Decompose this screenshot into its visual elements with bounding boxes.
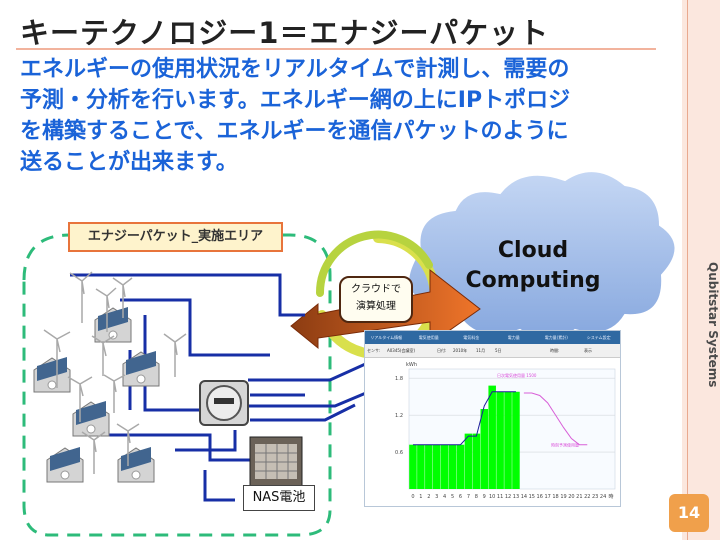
chart-x-tick-23: 23 (592, 494, 598, 500)
year-select[interactable]: 2010年 (453, 348, 468, 353)
tab-settings[interactable]: システム設定 (586, 335, 611, 340)
chart-bar-1 (417, 444, 425, 489)
slide-body-text: エネルギーの使用状況をリアルタイムで計測し、需要の 予測・分析を行います。エネル… (20, 54, 670, 178)
body-line-1: エネルギーの使用状況をリアルタイムで計測し、需要の (20, 57, 570, 82)
title-underline (16, 48, 656, 50)
chart-x-tick-17: 17 (544, 494, 550, 500)
tab-energy[interactable]: 電力量 (507, 335, 520, 340)
circular-arrow-icon-inner (315, 230, 433, 297)
chart-x-tick-21: 21 (576, 494, 582, 500)
chart-bar-6 (456, 444, 465, 489)
chart-x-tick-11: 11 (497, 494, 503, 500)
energy-area-label: エナジーパケット_実施エリア (68, 222, 283, 252)
right-accent-bar (682, 0, 720, 540)
chart-bar-5 (448, 444, 457, 489)
bubble-line-2: 演算処理 (356, 301, 396, 312)
chart-x-tick-12: 12 (505, 494, 511, 500)
chart-actual-line (412, 391, 516, 446)
chart-x-tick-0: 0 (411, 494, 414, 500)
chart-x-tick-13: 13 (513, 494, 519, 500)
chart-x-tick-4: 4 (443, 494, 446, 500)
nas-battery-icon (249, 436, 303, 488)
tab-energy-total[interactable]: 電力量(累計) (544, 335, 568, 340)
chart-bar-12 (504, 391, 512, 489)
chart-bar-9 (480, 409, 489, 489)
cloud-processing-bubble: クラウドで 演算処理 (339, 276, 413, 323)
chart-x-tick-10: 10 (489, 494, 495, 500)
page-number-badge: 14 (669, 494, 709, 532)
wind-turbine-icon-group (43, 271, 187, 474)
slide-title: キーテクノロジー1＝エナジーパケット (20, 16, 550, 50)
chart-x-tick-18: 18 (552, 494, 558, 500)
chart-x-tick-7: 7 (467, 494, 470, 500)
day-select[interactable]: 5日 (495, 348, 502, 353)
month-select[interactable]: 11月 (476, 348, 486, 353)
chart-bar-11 (496, 391, 504, 489)
body-line-2: 予測・分析を行います。エネルギー網の上にIPトポロジ (20, 88, 571, 113)
time-label: 時間: (550, 348, 560, 353)
chart-bar-0 (409, 444, 417, 489)
chart-forecast-line (523, 392, 588, 446)
chart-x-tick-20: 20 (568, 494, 574, 500)
tab-realtime[interactable]: リアルタイム情報 (370, 335, 403, 340)
chart-legend-actual: 日次電気使用量 1500 (497, 372, 537, 378)
smart-meter-icon (199, 380, 249, 426)
chart-x-tick-2: 2 (427, 494, 430, 500)
body-line-4: 送ることが出来ます。 (20, 150, 238, 175)
chart-x-tick-5: 5 (451, 494, 454, 500)
chart-x-tick-9: 9 (483, 494, 486, 500)
nas-battery-label: NAS電池 (243, 485, 315, 511)
show-button[interactable]: 表示 (584, 348, 592, 353)
chart-x-tick-19: 19 (560, 494, 566, 500)
chart-x-tick-22: 22 (584, 494, 590, 500)
tab-usage[interactable]: 電気使用量 (418, 335, 439, 340)
chart-x-tick-8: 8 (475, 494, 478, 500)
chart-x-tick-3: 3 (435, 494, 438, 500)
chart-bar-4 (440, 444, 449, 489)
chart-x-tick-25: 時 (609, 494, 614, 500)
chart-x-tick-16: 16 (537, 494, 543, 500)
monitoring-screenshot: リアルタイム情報 電気使用量 電気料金 電力量 電力量(累計) システム設定 セ… (365, 331, 620, 506)
cloud-line-1: Cloud (497, 238, 569, 263)
chart-bar-3 (432, 444, 441, 489)
chart-y-tick-1: 1.2 (395, 413, 403, 419)
company-vertical-label: Qubitstar Systems (706, 262, 720, 388)
chart-x-tick-1: 1 (419, 494, 422, 500)
sensor-select[interactable]: A0345(会議室) (387, 348, 416, 353)
chart-bar-10 (488, 385, 496, 489)
chart-bar-7 (464, 433, 473, 489)
chart-bar-2 (425, 444, 433, 489)
cloud-computing-title: Cloud Computing (448, 236, 618, 296)
cloud-line-2: Computing (465, 268, 601, 293)
chart-x-tick-15: 15 (529, 494, 535, 500)
monitoring-filter-bar: センサ: A0345(会議室) 日付: 2010年 11月 5日 時間: 表示 (365, 344, 620, 358)
chart-y-axis-label: kWh (406, 362, 417, 368)
date-label: 日付: (437, 348, 447, 353)
bubble-line-1: クラウドで (351, 284, 401, 295)
chart-y-tick-2: 1.8 (395, 376, 403, 382)
chart-x-tick-14: 14 (521, 494, 527, 500)
right-accent-line (687, 0, 688, 540)
chart-legend-forecast: 時刻予測使用量 (551, 442, 579, 448)
monitoring-nav-tabs: リアルタイム情報 電気使用量 電気料金 電力量 電力量(累計) システム設定 (365, 331, 620, 344)
body-line-3: を構築することで、エネルギーを通信パケットのように (20, 119, 569, 144)
chart-bar-13 (512, 391, 520, 489)
sensor-label: センサ: (367, 348, 381, 353)
energy-area-dashed-border (22, 233, 332, 537)
chart-x-tick-6: 6 (459, 494, 462, 500)
chart-x-tick-24: 24 (600, 494, 606, 500)
tab-cost[interactable]: 電気料金 (463, 335, 480, 340)
chart-y-tick-0: 0.6 (395, 450, 403, 456)
chart-bar-8 (472, 433, 481, 489)
house-with-solar-panel-icon-group (33, 307, 160, 483)
